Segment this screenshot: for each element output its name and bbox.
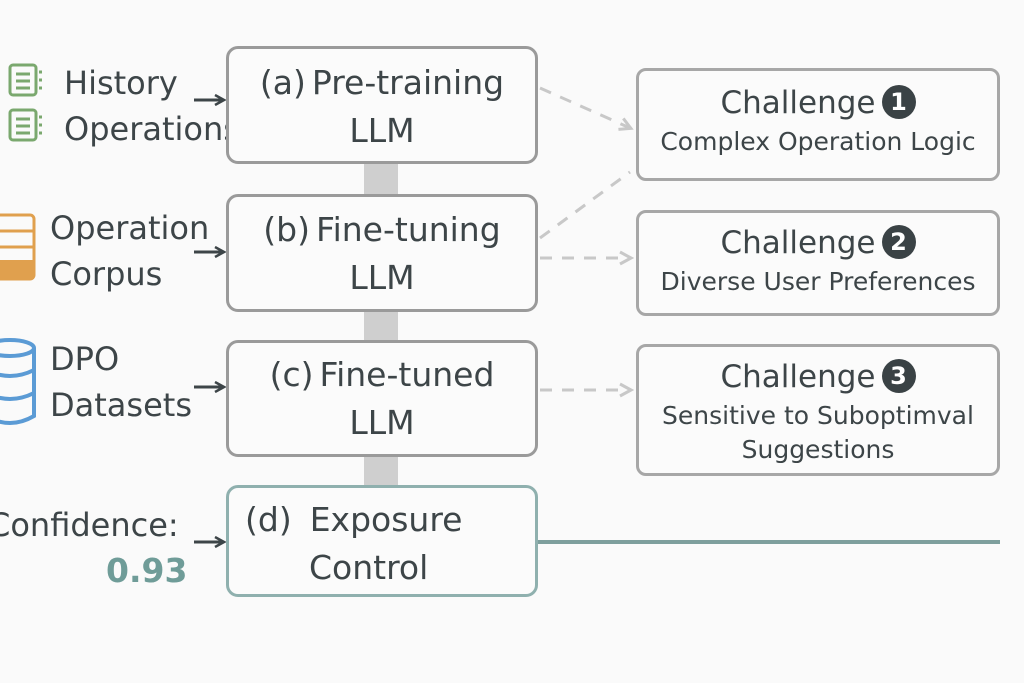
input-label-history-operations: History Operations [64, 60, 240, 152]
input-label-line1: Operation [50, 209, 210, 247]
stage-tag: (d) [245, 500, 292, 539]
stage-pretraining: (a)Pre-training LLM [226, 46, 538, 164]
stage-connector-a-b [364, 163, 398, 196]
challenge-title: Challenge [720, 85, 876, 121]
stage-connector-b-c [364, 310, 398, 342]
stage-subtitle: LLM [349, 258, 415, 297]
checklist-icon [8, 63, 42, 142]
dash-arrow-a-to-challenge-1 [539, 86, 630, 128]
stage-title: Fine-tuning [316, 210, 501, 249]
stage-tag: (a) [259, 63, 306, 102]
stage-tag: (c) [269, 355, 314, 394]
stage-subtitle: Control [309, 548, 429, 587]
input-label-line2: Corpus [50, 255, 163, 293]
input-label-line2: Operations [64, 110, 240, 148]
number-badge-icon: 1 [881, 85, 916, 119]
stage-subtitle: LLM [349, 403, 415, 442]
stage-connector-c-d [364, 455, 398, 487]
challenge-title: Challenge [720, 225, 876, 261]
challenge-description: Complex Operation Logic [660, 127, 976, 156]
input-label-line2: Datasets [50, 386, 192, 424]
input-label-line1: DPO [50, 340, 120, 378]
confidence-label: Confidence: [0, 506, 179, 544]
input-label-dpo-datasets: DPO Datasets [50, 336, 192, 428]
challenge-description-line2: Suggestions [741, 435, 895, 464]
stage-title: Exposure [309, 500, 463, 539]
input-label-line1: History [64, 64, 178, 102]
stage-tag: (b) [263, 210, 310, 249]
challenge-title: Challenge [720, 359, 876, 395]
confidence-value: 0.93 [106, 551, 188, 590]
stage-title: Pre-training [311, 63, 505, 102]
database-icon [0, 338, 36, 425]
number-badge-icon: 2 [881, 225, 916, 259]
challenge-description: Diverse User Preferences [660, 267, 976, 296]
number-badge-icon: 3 [881, 359, 916, 393]
stage-exposure-control: (d) Exposure Control [226, 485, 538, 597]
stage-subtitle: LLM [349, 111, 415, 150]
stage-title: Fine-tuned [319, 355, 495, 394]
stage-finetuning: (b)Fine-tuning LLM [226, 194, 538, 312]
stacked-layers-icon [0, 213, 36, 281]
challenge-description: Sensitive to Suboptimval [662, 401, 974, 430]
input-label-operation-corpus: Operation Corpus [50, 205, 209, 297]
stage-finetuned: (c)Fine-tuned LLM [226, 340, 538, 457]
dash-arrow-b-to-challenge-1 [539, 170, 631, 240]
